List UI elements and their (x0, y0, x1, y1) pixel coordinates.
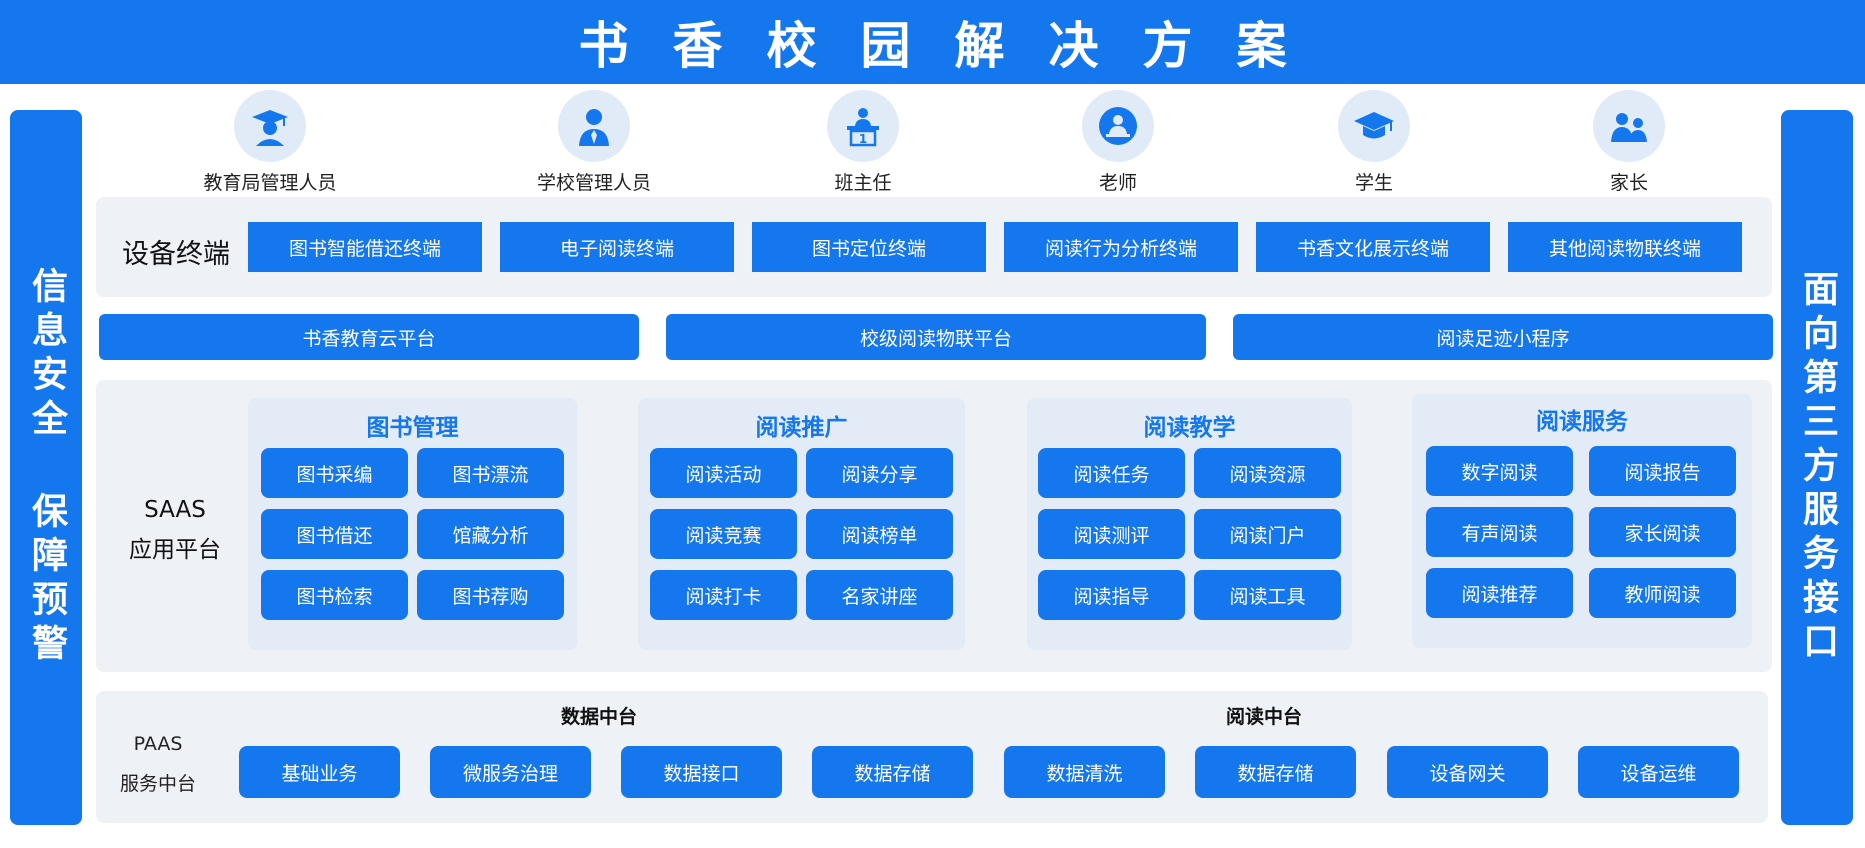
person-tie-icon (558, 90, 630, 162)
paas-item[interactable]: 设备网关 (1387, 746, 1548, 798)
saas-item[interactable]: 教师阅读 (1589, 568, 1736, 618)
saas-item[interactable]: 数字阅读 (1426, 446, 1573, 496)
saas-group-book-management: 图书管理 图书采编 图书漂流 图书借还 馆藏分析 图书检索 图书荐购 (248, 398, 577, 650)
device-terminal-item[interactable]: 其他阅读物联终端 (1508, 222, 1742, 272)
third-party-sidebar-label: 面向第三方服务接口 (1797, 269, 1838, 666)
page-title: 书香校园解决方案 (578, 17, 1331, 75)
role-teacher: 老师 (1028, 90, 1208, 196)
header-banner: 书香校园解决方案 (0, 0, 1865, 84)
paas-group-title-reading: 阅读中台 (1226, 706, 1303, 728)
saas-item[interactable]: 阅读报告 (1589, 446, 1736, 496)
role-label: 老师 (1098, 172, 1137, 194)
saas-group-title: 阅读服务 (1536, 409, 1628, 435)
security-sidebar-label: 信息安全 保障预警 (26, 267, 67, 668)
third-party-sidebar: 面向第三方服务接口 (1781, 110, 1853, 825)
saas-item[interactable]: 阅读工具 (1194, 570, 1341, 620)
saas-item[interactable]: 阅读测评 (1038, 509, 1185, 559)
saas-group-reading-promotion: 阅读推广 阅读活动 阅读分享 阅读竞赛 阅读榜单 阅读打卡 名家讲座 (638, 398, 965, 650)
saas-label: SAAS 应用平台 (110, 490, 240, 570)
role-education-bureau: 教育局管理人员 (180, 90, 360, 196)
saas-item[interactable]: 阅读榜单 (806, 509, 953, 559)
teacher-icon (1082, 90, 1154, 162)
saas-item[interactable]: 图书检索 (261, 570, 408, 620)
device-terminal-item[interactable]: 书香文化展示终端 (1256, 222, 1490, 272)
saas-group-reading-service: 阅读服务 数字阅读 阅读报告 有声阅读 家长阅读 阅读推荐 教师阅读 (1412, 394, 1752, 648)
device-terminal-item[interactable]: 电子阅读终端 (500, 222, 734, 272)
podium-icon: 1 (827, 90, 899, 162)
device-terminal-item[interactable]: 图书定位终端 (752, 222, 986, 272)
role-parent: 家长 (1539, 90, 1719, 196)
saas-group-title: 阅读推广 (755, 415, 848, 441)
saas-label-line1: SAAS (144, 497, 206, 523)
saas-item[interactable]: 家长阅读 (1589, 507, 1736, 557)
parent-child-icon (1593, 90, 1665, 162)
device-terminal-title: 设备终端 (122, 239, 230, 270)
platform-item[interactable]: 书香教育云平台 (99, 314, 639, 360)
saas-item[interactable]: 阅读竞赛 (650, 509, 797, 559)
paas-group-title-data: 数据中台 (561, 706, 638, 728)
saas-item[interactable]: 图书采编 (261, 448, 408, 498)
svg-text:1: 1 (859, 132, 867, 146)
saas-item[interactable]: 阅读资源 (1194, 448, 1341, 498)
paas-label-line2: 服务中台 (119, 773, 196, 795)
saas-item[interactable]: 馆藏分析 (417, 509, 564, 559)
saas-item[interactable]: 图书荐购 (417, 570, 564, 620)
paas-item[interactable]: 基础业务 (239, 746, 400, 798)
role-student: 学生 (1284, 90, 1464, 196)
role-label: 教育局管理人员 (203, 172, 337, 194)
paas-item[interactable]: 数据接口 (621, 746, 782, 798)
graduate-icon (234, 90, 306, 162)
paas-item[interactable]: 数据清洗 (1004, 746, 1165, 798)
saas-item[interactable]: 有声阅读 (1426, 507, 1573, 557)
role-head-teacher: 1 班主任 (773, 90, 953, 196)
saas-item[interactable]: 阅读指导 (1038, 570, 1185, 620)
paas-item[interactable]: 设备运维 (1578, 746, 1739, 798)
saas-item[interactable]: 名家讲座 (806, 570, 953, 620)
security-sidebar: 信息安全 保障预警 (10, 110, 82, 825)
saas-item[interactable]: 阅读门户 (1194, 509, 1341, 559)
saas-item[interactable]: 阅读任务 (1038, 448, 1185, 498)
role-label: 班主任 (834, 172, 892, 194)
saas-item[interactable]: 图书借还 (261, 509, 408, 559)
saas-group-title: 阅读教学 (1143, 415, 1236, 441)
role-label: 学生 (1354, 172, 1393, 194)
saas-group-title: 图书管理 (366, 415, 459, 441)
device-terminal-item[interactable]: 图书智能借还终端 (248, 222, 482, 272)
saas-label-line2: 应用平台 (129, 537, 221, 563)
role-school-admin: 学校管理人员 (504, 90, 684, 196)
role-label: 学校管理人员 (536, 172, 651, 194)
saas-item[interactable]: 阅读活动 (650, 448, 797, 498)
saas-item[interactable]: 阅读分享 (806, 448, 953, 498)
platform-item[interactable]: 阅读足迹小程序 (1233, 314, 1773, 360)
platform-item[interactable]: 校级阅读物联平台 (666, 314, 1206, 360)
device-terminal-item[interactable]: 阅读行为分析终端 (1004, 222, 1238, 272)
role-label: 家长 (1609, 172, 1648, 194)
paas-item[interactable]: 微服务治理 (430, 746, 591, 798)
saas-item[interactable]: 图书漂流 (417, 448, 564, 498)
saas-item[interactable]: 阅读推荐 (1426, 568, 1573, 618)
saas-item[interactable]: 阅读打卡 (650, 570, 797, 620)
paas-item[interactable]: 数据存储 (1195, 746, 1356, 798)
paas-item[interactable]: 数据存储 (812, 746, 973, 798)
saas-group-reading-teaching: 阅读教学 阅读任务 阅读资源 阅读测评 阅读门户 阅读指导 阅读工具 (1027, 398, 1352, 650)
mortarboard-icon (1338, 90, 1410, 162)
paas-label: PAAS 服务中台 (106, 724, 210, 804)
paas-label-line1: PAAS (133, 733, 183, 755)
